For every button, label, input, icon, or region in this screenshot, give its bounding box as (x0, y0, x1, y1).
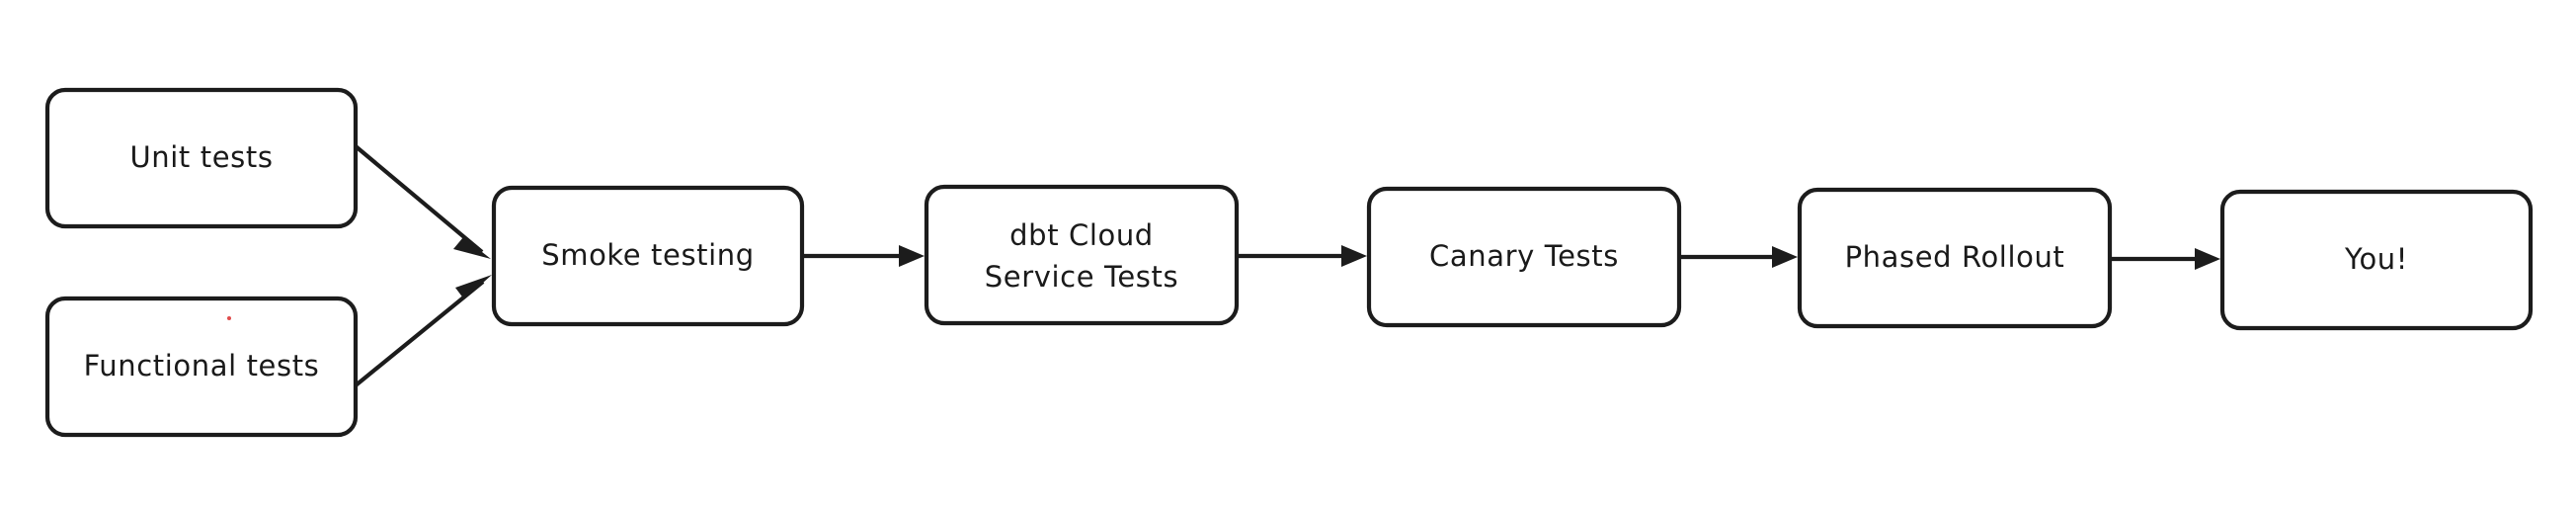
edge-smoke-to-dbt (804, 245, 925, 267)
node-functional-tests[interactable]: Functional tests (44, 296, 359, 438)
edge-canary-to-phased-arrowhead (1772, 246, 1798, 268)
edge-phased-to-you (2112, 248, 2220, 270)
stray-red-dot-artifact (227, 316, 231, 320)
node-canary-tests-box[interactable] (1366, 186, 1682, 328)
edge-functional-to-smoke-arrowhead (455, 275, 492, 299)
edge-canary-to-phased (1681, 246, 1798, 268)
edge-phased-to-you-arrowhead (2195, 248, 2220, 270)
node-phased-rollout-label: Phased Rollout (1845, 240, 2065, 274)
node-unit-tests-label: Unit tests (129, 140, 273, 174)
node-dbt-cloud-service-tests-box[interactable] (924, 184, 1240, 326)
node-functional-tests-box[interactable] (44, 296, 359, 438)
node-you-box[interactable] (2219, 189, 2534, 331)
node-phased-rollout[interactable]: Phased Rollout (1797, 187, 2113, 329)
node-smoke-testing[interactable]: Smoke testing (491, 185, 805, 327)
node-you[interactable]: You! (2219, 189, 2534, 331)
edge-unit-to-smoke-arrowhead (453, 237, 491, 259)
edge-dbt-to-canary-arrowhead (1341, 245, 1367, 267)
node-you-label: You! (2344, 242, 2408, 276)
edge-functional-to-smoke-line (354, 280, 485, 387)
node-dbt-cloud-service-tests-label-line2: Service Tests (985, 260, 1178, 294)
edge-unit-to-smoke (354, 144, 491, 259)
node-dbt-cloud-service-tests-label-line1: dbt Cloud (1009, 218, 1154, 252)
node-unit-tests[interactable]: Unit tests (44, 87, 359, 229)
node-dbt-cloud-service-tests[interactable]: dbt Cloud Service Tests (924, 184, 1240, 326)
node-canary-tests[interactable]: Canary Tests (1366, 186, 1682, 328)
node-smoke-testing-box[interactable] (491, 185, 805, 327)
edge-smoke-to-dbt-arrowhead (899, 245, 925, 267)
node-canary-tests-label: Canary Tests (1429, 239, 1619, 273)
edge-functional-to-smoke (354, 275, 492, 387)
node-unit-tests-box[interactable] (44, 87, 359, 229)
edge-dbt-to-canary (1239, 245, 1367, 267)
edge-unit-to-smoke-line (354, 144, 484, 254)
node-smoke-testing-label: Smoke testing (541, 238, 755, 272)
node-functional-tests-label: Functional tests (84, 349, 320, 382)
node-phased-rollout-box[interactable] (1797, 187, 2113, 329)
